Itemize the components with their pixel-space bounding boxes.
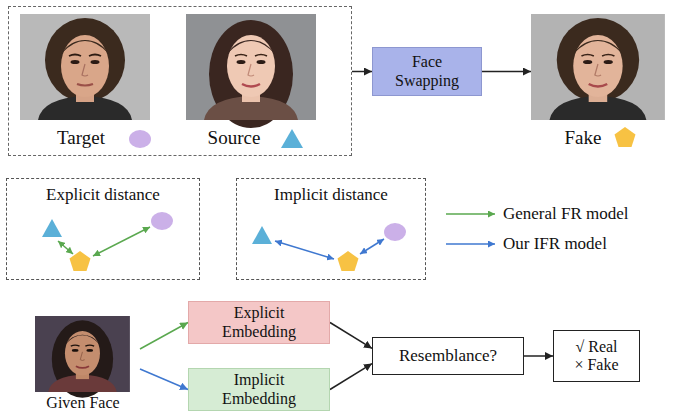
fake-pentagon <box>338 251 359 271</box>
box-label: Face Swapping <box>381 53 473 90</box>
photo-caption: Fake <box>565 127 602 149</box>
legend-arrow <box>446 213 495 215</box>
face <box>61 35 109 97</box>
mouth <box>76 366 89 368</box>
eye <box>257 60 266 64</box>
eye <box>86 349 93 352</box>
fringe <box>573 40 622 54</box>
eye <box>72 349 79 352</box>
group-frame: Target Source <box>8 6 352 156</box>
distance-arrow <box>275 241 334 259</box>
target-circle <box>151 212 173 230</box>
nose <box>82 64 88 76</box>
hair <box>557 18 639 102</box>
face <box>573 35 622 97</box>
eye <box>237 60 246 64</box>
fringe <box>65 335 100 345</box>
photo-caption: Source <box>208 127 261 149</box>
box-label: Implicit Embedding <box>213 371 305 408</box>
connector-arrow <box>140 369 188 390</box>
source-triangle <box>281 129 303 148</box>
photo-caption: Target <box>57 127 105 149</box>
face <box>227 35 275 97</box>
process-box: Explicit Embedding <box>188 301 330 344</box>
source-triangle <box>252 226 272 244</box>
connector-arrow <box>140 323 188 350</box>
connector-arrow <box>524 355 553 357</box>
panel-heading: Implicit distance <box>274 185 388 205</box>
connector-arrow <box>352 71 372 73</box>
decision-box: Resemblance? <box>372 337 524 375</box>
result-label: × Fake <box>574 356 618 374</box>
fringe <box>227 40 275 54</box>
nose <box>248 64 254 76</box>
connector-arrow <box>482 71 531 73</box>
connector-arrow <box>330 364 372 390</box>
face-photo <box>531 14 665 120</box>
brows <box>71 345 94 346</box>
photo-node: Source <box>186 14 316 150</box>
result-box: √ Real× Fake <box>553 330 640 382</box>
legend-text: General FR model <box>503 204 629 224</box>
brows <box>69 55 101 57</box>
target-circle <box>129 130 151 148</box>
target-circle <box>384 223 406 241</box>
nose <box>80 352 84 361</box>
eye <box>71 60 80 64</box>
box-label: Resemblance? <box>399 346 497 366</box>
process-box: Implicit Embedding <box>188 368 330 411</box>
face-photo <box>20 14 150 120</box>
face-photo <box>35 316 130 398</box>
eye <box>583 60 592 64</box>
distance-arrow <box>93 227 150 256</box>
distance-arrow <box>58 241 73 254</box>
box-label: Explicit Embedding <box>213 304 305 341</box>
face-photo <box>186 14 316 128</box>
photo-node: Given Face <box>26 314 140 414</box>
source-triangle <box>42 219 62 237</box>
panel-heading: Explicit distance <box>46 185 160 205</box>
brows <box>235 55 267 57</box>
dashed-panel: Implicit distance <box>236 178 426 280</box>
mouth <box>242 84 260 87</box>
result-label: √ Real <box>575 338 617 356</box>
photo-node: Fake <box>531 14 665 150</box>
photo-ground <box>531 14 665 120</box>
photo-ground <box>20 14 150 120</box>
connector-arrow <box>330 323 372 349</box>
photo-caption: Given Face <box>46 394 119 412</box>
photo-node: Target <box>20 14 152 150</box>
fringe <box>61 40 109 54</box>
hair <box>45 18 125 102</box>
brows <box>581 55 614 57</box>
mouth <box>589 84 608 87</box>
legend-arrow <box>446 243 495 245</box>
eye <box>604 60 613 64</box>
process-box: Face Swapping <box>372 47 482 96</box>
dashed-panel: Explicit distance <box>6 178 200 280</box>
nose <box>595 64 601 76</box>
eye <box>91 60 100 64</box>
legend-text: Our IFR model <box>503 234 607 254</box>
distance-arrow <box>360 239 384 254</box>
face <box>65 331 100 375</box>
fake-pentagon <box>615 127 636 147</box>
mouth <box>77 84 93 86</box>
